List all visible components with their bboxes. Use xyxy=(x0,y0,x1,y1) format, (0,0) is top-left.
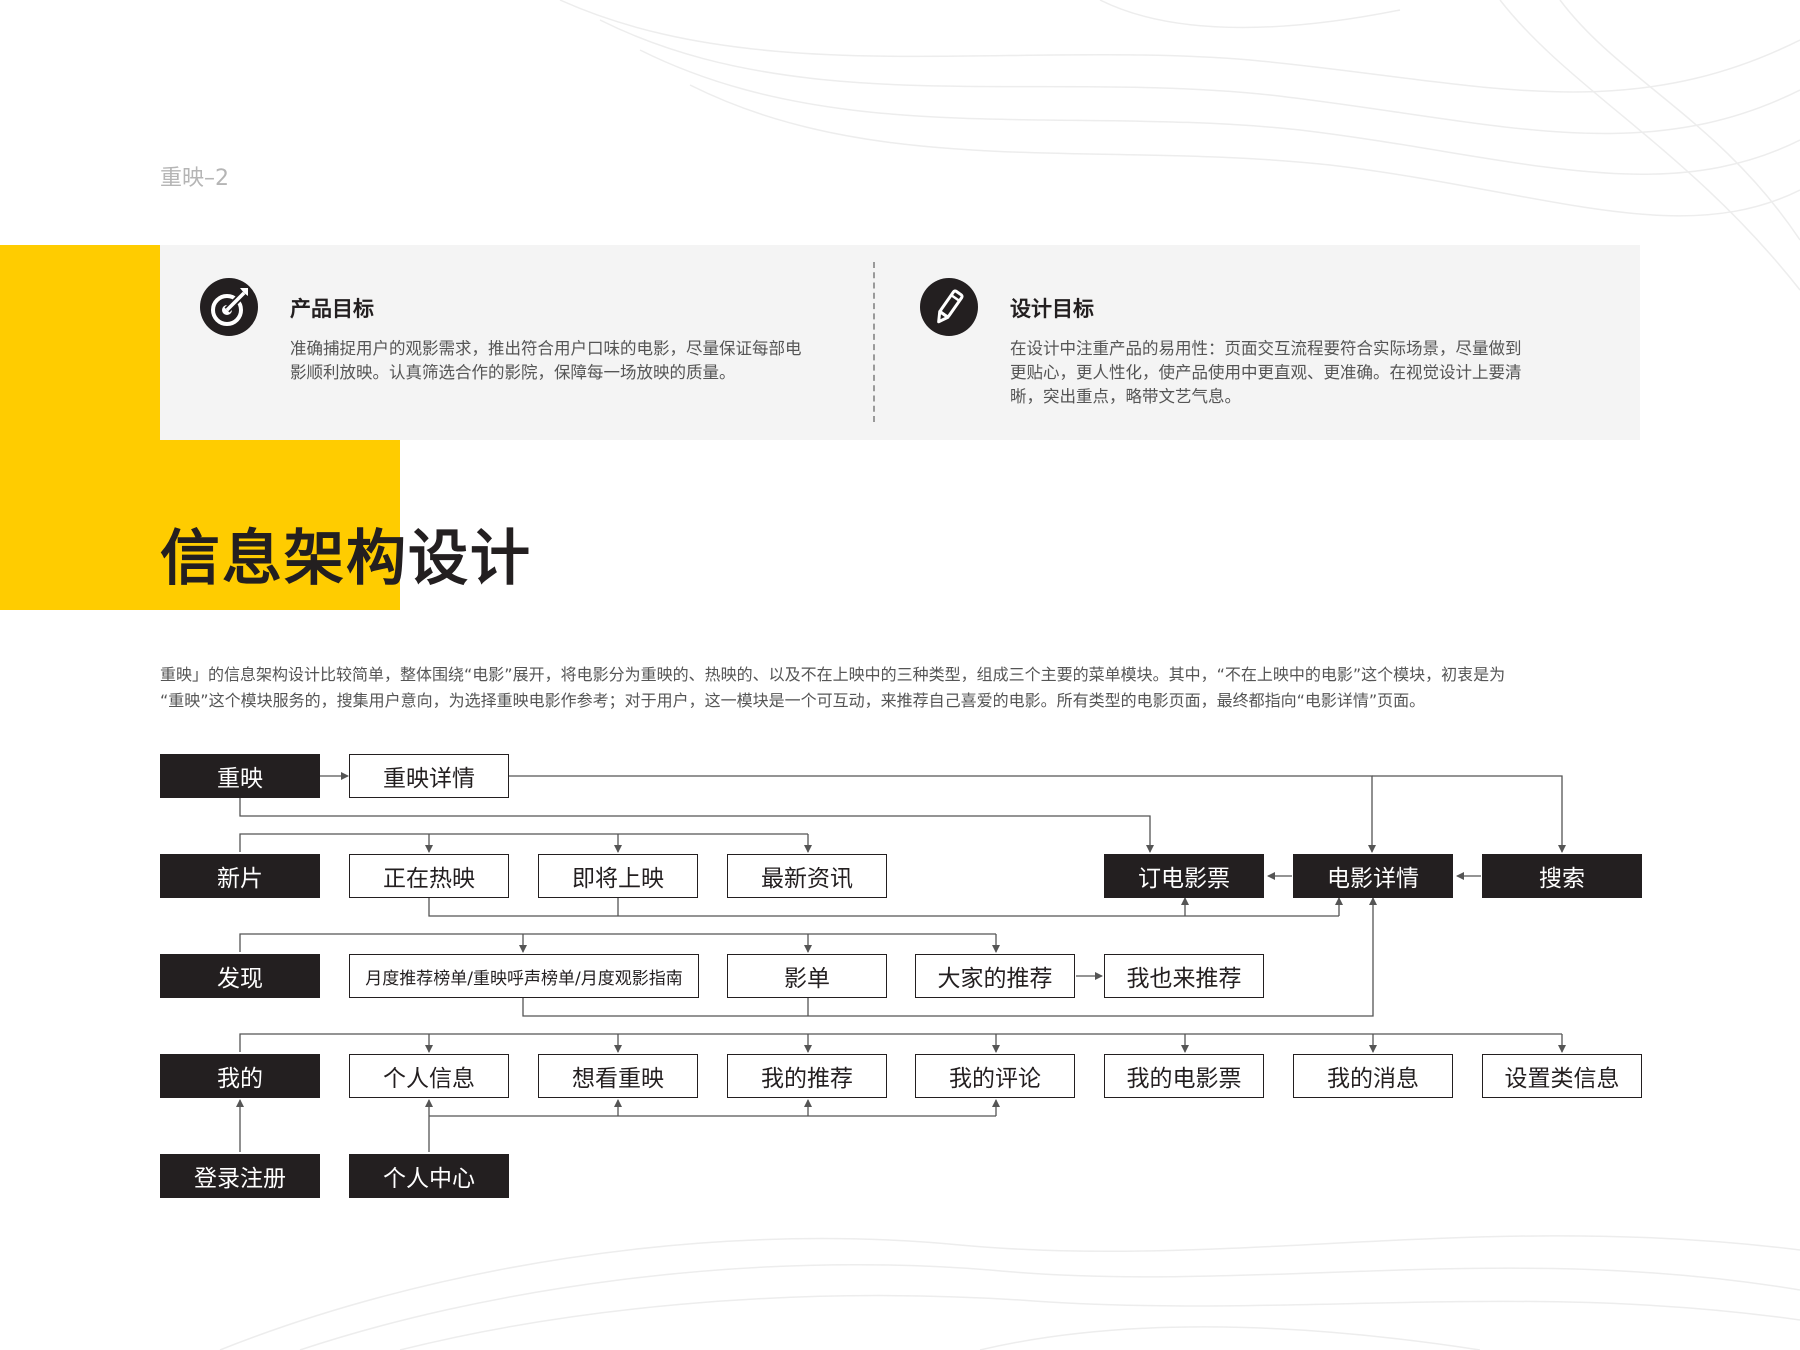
section-title: 信息架构设计 xyxy=(160,524,532,594)
node-wode-tuijian: 我的推荐 xyxy=(727,1054,887,1098)
node-jijiang-shangying: 即将上映 xyxy=(538,854,698,898)
node-wode-dianyingpiao: 我的电影票 xyxy=(1104,1054,1264,1098)
node-yingdan: 影单 xyxy=(727,954,887,998)
node-wode-pinglun: 我的评论 xyxy=(915,1054,1075,1098)
node-bangdan: 月度推荐榜单/重映呼声榜单/月度观影指南 xyxy=(349,954,699,998)
node-zuixin-zixun: 最新资讯 xyxy=(727,854,887,898)
node-xiangkan-chongying: 想看重映 xyxy=(538,1054,698,1098)
goals-panel: 产品目标 准确捕捉用户的观影需求，推出符合用户口味的电影，尽量保证每部电 影顺利… xyxy=(160,245,1640,440)
product-goal-title: 产品目标 xyxy=(290,297,374,321)
node-chongying-detail: 重映详情 xyxy=(349,754,509,798)
node-dianying-xiangqing: 电影详情 xyxy=(1293,854,1453,898)
node-chongying: 重映 xyxy=(160,754,320,798)
page-label: 重映–2 xyxy=(160,166,229,191)
node-xinpian: 新片 xyxy=(160,854,320,898)
design-goal: 设计目标 在设计中注重产品的易用性：页面交互流程要符合实际场景，尽量做到 更贴心… xyxy=(920,245,1640,440)
node-zhengzai-reying: 正在热映 xyxy=(349,854,509,898)
node-wode: 我的 xyxy=(160,1054,320,1098)
node-woye-tuijian: 我也来推荐 xyxy=(1104,954,1264,998)
node-ding-dianyingpiao: 订电影票 xyxy=(1104,854,1264,898)
design-goal-title: 设计目标 xyxy=(1010,297,1094,321)
node-shezhi-xinxi: 设置类信息 xyxy=(1482,1054,1642,1098)
node-denglu-zhuce: 登录注册 xyxy=(160,1154,320,1198)
node-sousuo: 搜索 xyxy=(1482,854,1642,898)
intro-paragraph: 重映」的信息架构设计比较简单，整体围绕“电影”展开，将电影分为重映的、热映的、以… xyxy=(160,665,1506,710)
node-wode-xiaoxi: 我的消息 xyxy=(1293,1054,1453,1098)
node-geren-xinxi: 个人信息 xyxy=(349,1054,509,1098)
design-goal-text: 在设计中注重产品的易用性：页面交互流程要符合实际场景，尽量做到 更贴心，更人性化… xyxy=(1010,339,1522,406)
product-goal-text: 准确捕捉用户的观影需求，推出符合用户口味的电影，尽量保证每部电 影顺利放映。认真… xyxy=(290,339,802,382)
node-faxian: 发现 xyxy=(160,954,320,998)
node-dajia-tuijian: 大家的推荐 xyxy=(915,954,1075,998)
pen-icon xyxy=(920,278,978,336)
product-goal: 产品目标 准确捕捉用户的观影需求，推出符合用户口味的电影，尽量保证每部电 影顺利… xyxy=(160,245,860,440)
node-geren-zhongxin: 个人中心 xyxy=(349,1154,509,1198)
target-arrow-icon xyxy=(200,278,258,336)
goals-divider xyxy=(873,262,875,422)
